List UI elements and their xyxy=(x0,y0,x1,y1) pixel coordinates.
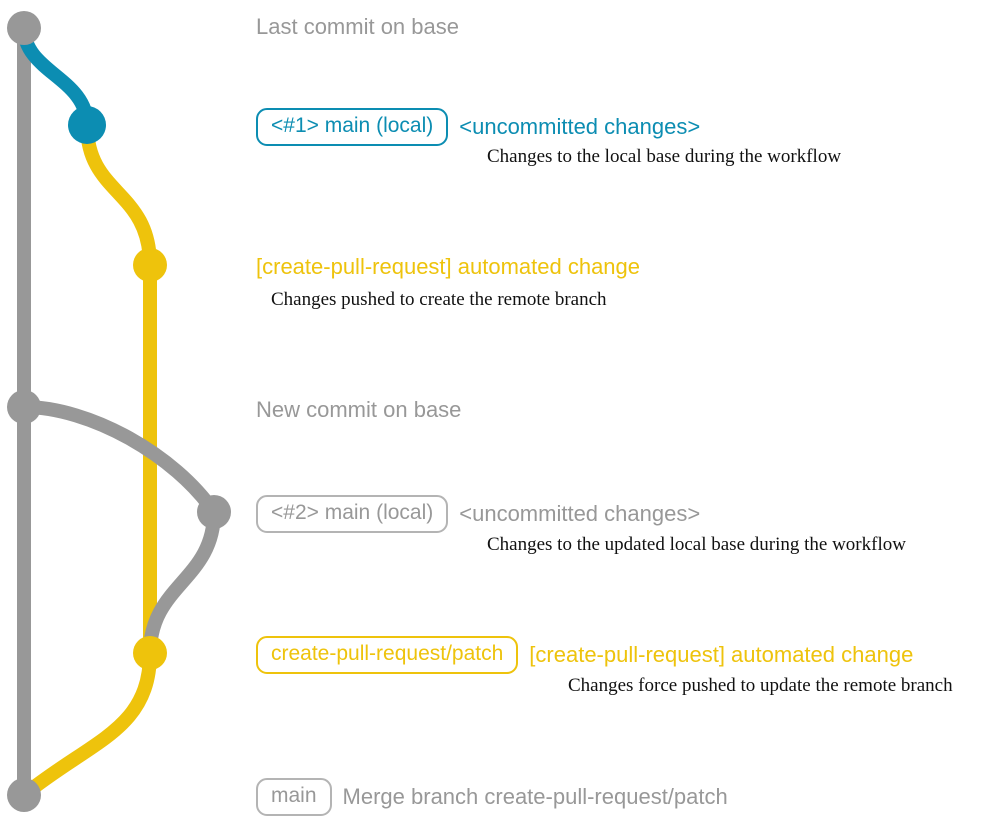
node-patch-commit-1[interactable] xyxy=(133,248,167,282)
graph-entry-local-commit-1: <#1> main (local) <uncommitted changes> xyxy=(256,108,700,146)
graph-entry-patch-commit-1: [create-pull-request] automated change xyxy=(256,254,640,280)
node-base-new-commit[interactable] xyxy=(7,390,41,424)
branch-tag-main-local-2[interactable]: <#2> main (local) xyxy=(256,495,449,533)
commit-message-local-commit-1: <uncommitted changes> xyxy=(459,114,701,139)
commit-message-new-commit-on-base: New commit on base xyxy=(256,397,462,422)
graph-entry-local-commit-2: <#2> main (local) <uncommitted changes> xyxy=(256,495,700,533)
edge-base-to-local-2 xyxy=(17,400,221,519)
edge-local-2-to-patch-2 xyxy=(143,505,221,660)
branch-tag-main[interactable]: main xyxy=(256,778,332,816)
node-patch-commit-2[interactable] xyxy=(133,636,167,670)
graph-entry-last-commit-on-base: Last commit on base xyxy=(256,14,459,40)
commit-description-local-commit-2: Changes to the updated local base during… xyxy=(487,534,906,555)
node-local-commit-2[interactable] xyxy=(197,495,231,529)
branch-tag-create-pull-request-patch[interactable]: create-pull-request/patch xyxy=(256,636,519,674)
commit-description-patch-commit-2: Changes force pushed to update the remot… xyxy=(568,675,953,696)
commit-message-local-commit-2: <uncommitted changes> xyxy=(459,501,701,526)
edge-patch-2-to-merge xyxy=(17,646,157,802)
commit-description-local-commit-1: Changes to the local base during the wor… xyxy=(487,146,842,167)
edge-local-1-to-patch-1 xyxy=(80,118,157,272)
node-local-commit-1[interactable] xyxy=(68,106,106,144)
commit-message-patch-commit-2: [create-pull-request] automated change xyxy=(529,642,914,667)
commit-description-patch-commit-1: Changes pushed to create the remote bran… xyxy=(271,289,607,310)
branch-tag-main-local-1[interactable]: <#1> main (local) xyxy=(256,108,449,146)
graph-entry-patch-commit-2: create-pull-request/patch [create-pull-r… xyxy=(256,636,913,674)
graph-entry-new-commit-on-base: New commit on base xyxy=(256,397,461,423)
node-base-last-commit[interactable] xyxy=(7,11,41,45)
commit-message-last-commit-on-base: Last commit on base xyxy=(256,14,459,39)
graph-entry-merge-commit: main Merge branch create-pull-request/pa… xyxy=(256,778,728,816)
node-base-merge-commit[interactable] xyxy=(7,778,41,812)
commit-message-patch-commit-1: [create-pull-request] automated change xyxy=(256,254,641,279)
commit-message-merge-commit: Merge branch create-pull-request/patch xyxy=(342,784,728,809)
